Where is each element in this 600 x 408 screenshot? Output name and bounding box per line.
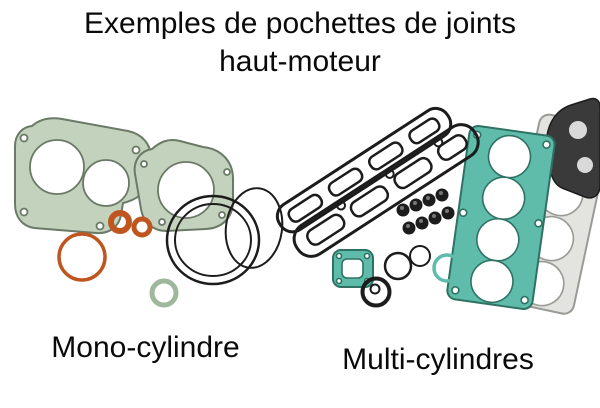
gasket-kits-photo <box>14 97 600 315</box>
dark-cover-gasket <box>545 97 600 199</box>
cylinder-base-gasket <box>14 117 152 235</box>
small-green-o-ring <box>149 278 179 308</box>
thin-gasket-ring <box>224 187 284 269</box>
caption-mono-cylindre: Mono-cylindre <box>51 331 240 364</box>
valve-cover-gasket-2 <box>292 123 480 258</box>
page-title-line1: Exemples de pochettes de joints <box>84 7 516 40</box>
multi-gasket-illustration <box>275 97 600 315</box>
mono-gasket-illustration <box>14 117 284 308</box>
side-cover-gasket <box>133 139 234 233</box>
page-title: Exemples de pochettes de joints haut-mot… <box>0 5 600 80</box>
page-title-line2: haut-moteur <box>219 44 381 78</box>
oil-seal-ring <box>360 276 392 308</box>
caption-multi-cylindres: Multi-cylindres <box>342 343 534 376</box>
valve-cover-gasket-1 <box>275 106 453 234</box>
small-teal-plate-gasket <box>332 249 374 288</box>
large-rubber-gasket-ring <box>165 194 261 286</box>
small-o-rings <box>383 245 462 283</box>
rubber-grommets <box>396 188 455 235</box>
orange-o-rings <box>57 210 153 282</box>
multi-cylinder-head-gasket <box>446 125 556 310</box>
